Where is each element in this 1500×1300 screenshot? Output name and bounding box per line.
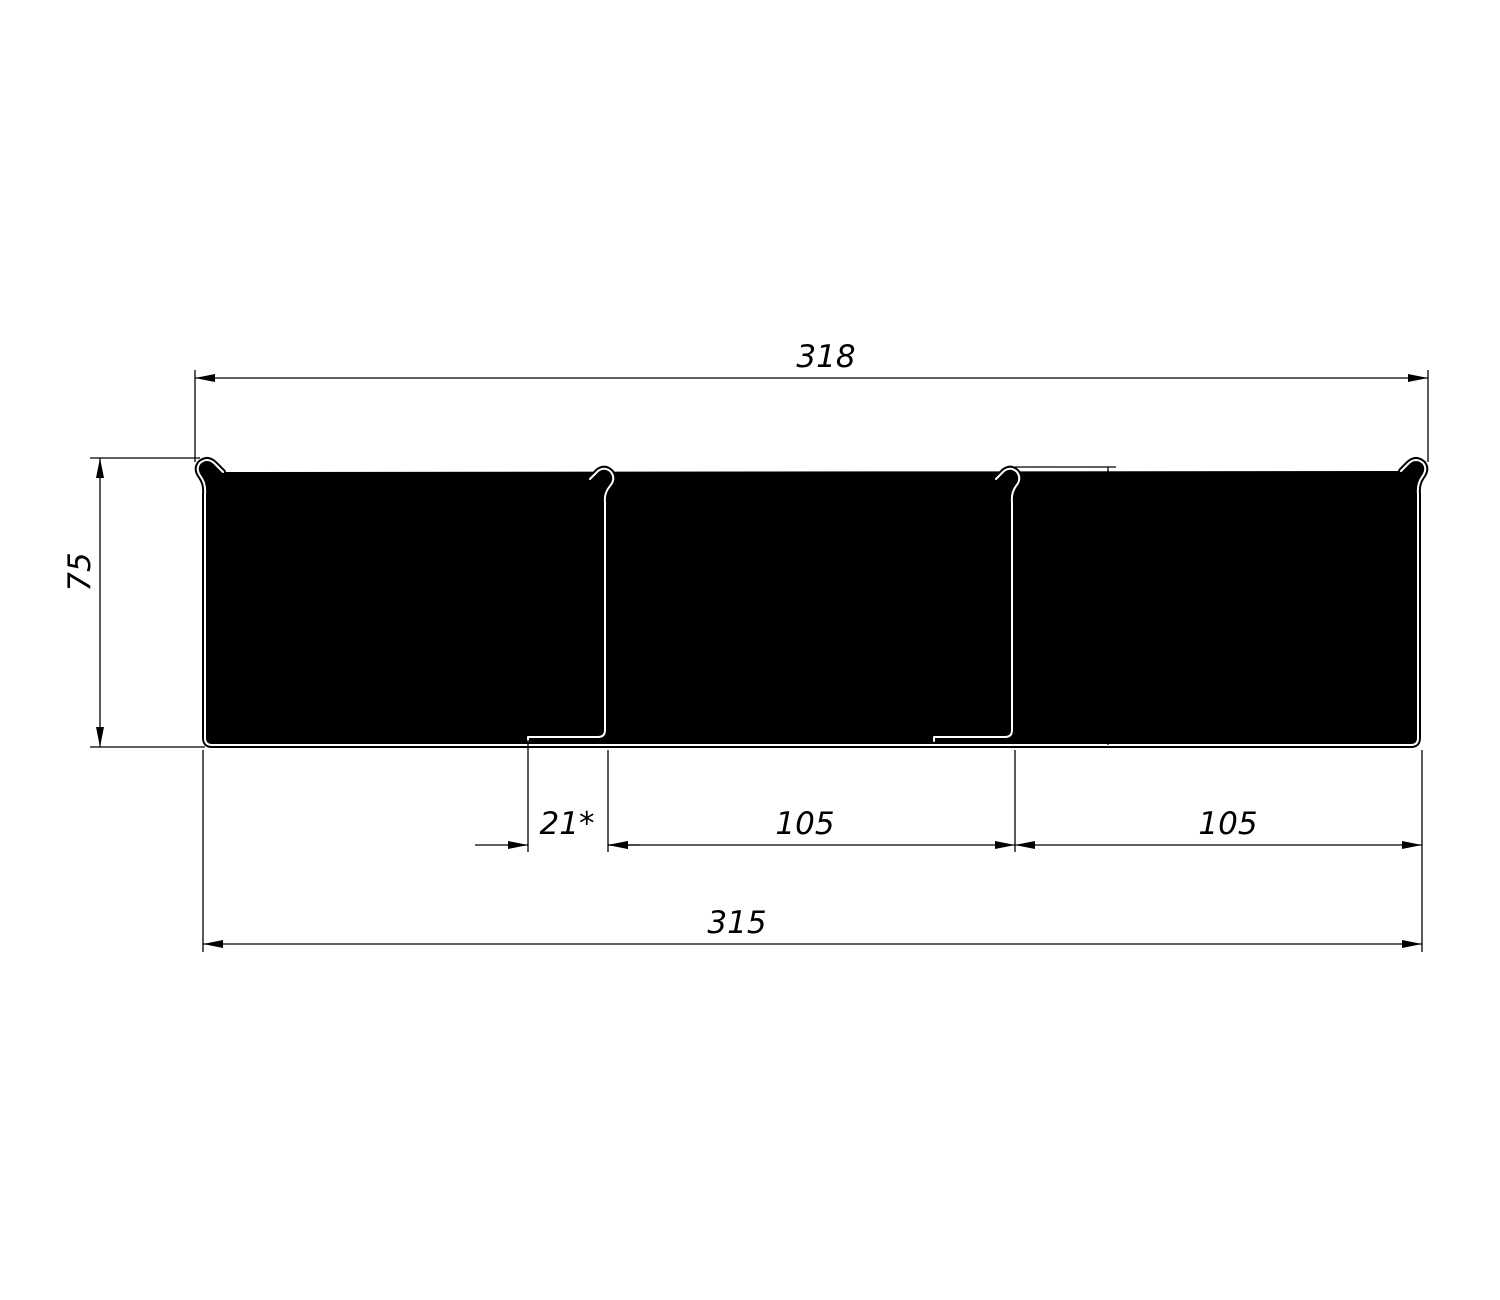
dim-label-318: 318 xyxy=(796,339,855,375)
dimension-105-middle: 105 xyxy=(608,806,1015,849)
dimension-315: 315 xyxy=(203,905,1422,948)
extension-lines xyxy=(90,370,1429,952)
dim-label-105-middle: 105 xyxy=(775,806,834,842)
dim-label-105-right: 105 xyxy=(1198,806,1257,842)
dim-label-21: 21* xyxy=(540,806,595,842)
dimension-75: 75 xyxy=(62,458,104,747)
dimension-102: 102 xyxy=(207,577,602,621)
dimension-318: 318 xyxy=(195,339,1428,382)
divider-left xyxy=(528,468,614,741)
dimension-21: 21* xyxy=(475,806,640,849)
profile-section xyxy=(198,460,1426,745)
dim-label-75: 75 xyxy=(62,552,98,591)
dimension-105-right: 105 xyxy=(1015,806,1422,849)
dim-label-315: 315 xyxy=(707,905,766,941)
main-channel xyxy=(197,460,1426,745)
divider-right xyxy=(934,468,1020,741)
dim-label-71: 71* xyxy=(1070,579,1106,634)
dim-label-102: 102 xyxy=(377,577,436,613)
dimension-71: 71* xyxy=(1070,467,1112,745)
